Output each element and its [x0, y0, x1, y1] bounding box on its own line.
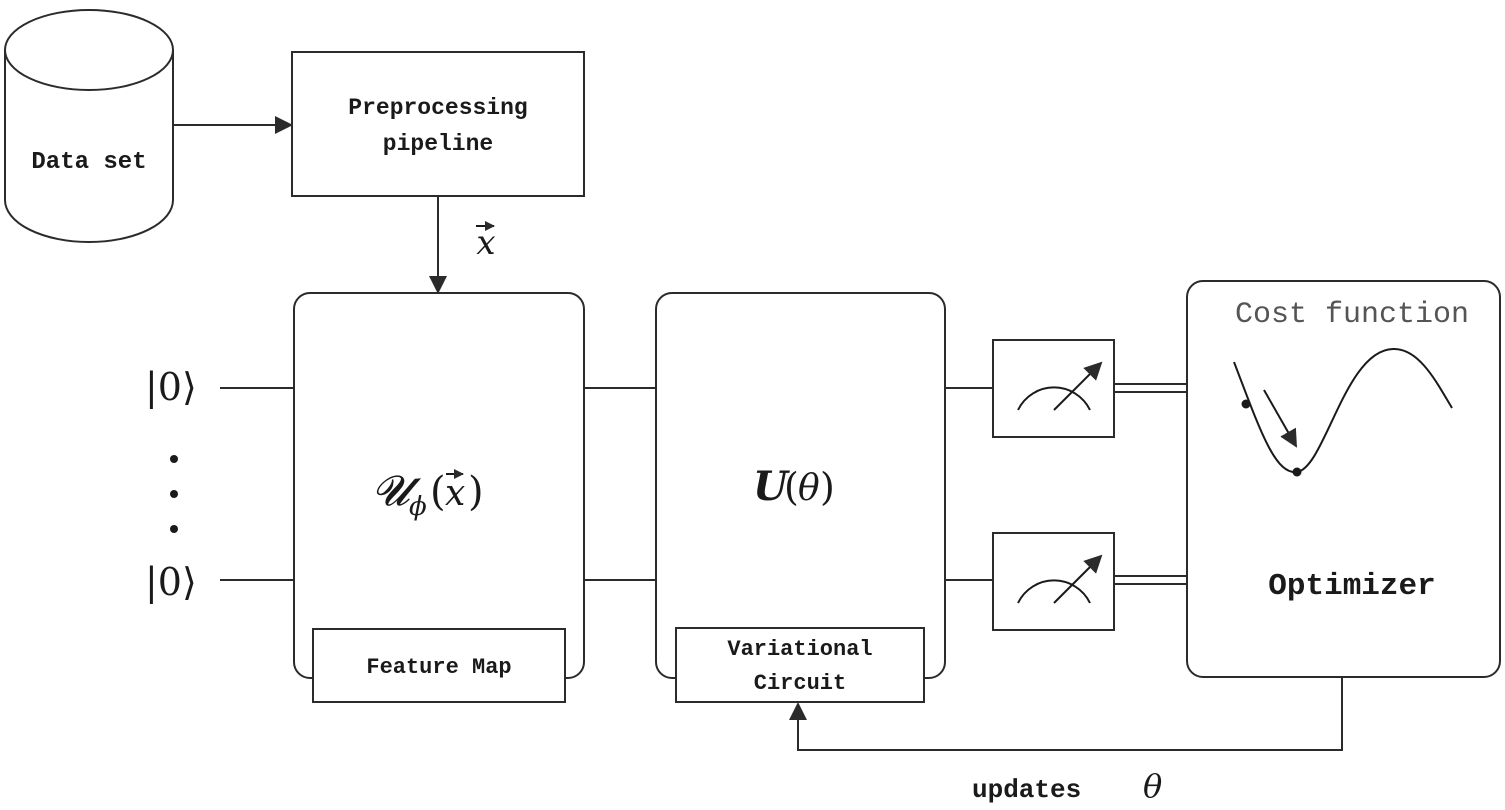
- svg-text:ϕ: ϕ: [409, 492, 427, 522]
- svg-text:U: U: [753, 463, 790, 510]
- meter-icon: [1017, 361, 1103, 411]
- ellipsis-dots: [170, 455, 178, 533]
- cost-curve-icon: [1233, 347, 1453, 477]
- variational-operator: U ( θ ): [753, 463, 835, 510]
- input-state-top: |0⟩: [145, 365, 197, 409]
- dataset-cylinder: Data set: [4, 9, 174, 243]
- feedback-theta: θ: [1143, 767, 1162, 805]
- variational-block: U ( θ ) Variational Circuit: [655, 292, 946, 703]
- preprocessing-box: Preprocessing pipeline: [291, 51, 585, 197]
- cost-function-title: Cost function: [1235, 298, 1469, 332]
- preprocessing-line2: pipeline: [383, 131, 493, 157]
- svg-text:x: x: [476, 223, 495, 263]
- svg-text:): ): [820, 465, 835, 509]
- input-state-bottom: |0⟩: [145, 560, 197, 604]
- vector-x-label: x: [476, 221, 496, 263]
- measurement-bottom: [992, 532, 1115, 631]
- svg-text:): ): [468, 469, 484, 515]
- optimizer-block: Cost function Optimizer: [1186, 280, 1501, 678]
- dataset-label: Data set: [31, 149, 146, 176]
- feature-map-label: Feature Map: [366, 655, 511, 680]
- svg-text:x: x: [445, 473, 465, 514]
- variational-label-line1: Variational: [727, 637, 872, 662]
- svg-text:(: (: [784, 465, 799, 509]
- meter-icon: [1017, 554, 1103, 604]
- optimizer-label: Optimizer: [1268, 569, 1435, 604]
- feature-map-block: 𝓤 ϕ ( x ) Feature Map: [293, 292, 585, 703]
- classical-wire-bottom: [1114, 575, 1187, 585]
- variational-label-line2: Circuit: [754, 671, 846, 696]
- svg-text:θ: θ: [798, 468, 820, 509]
- measurement-top: [992, 339, 1115, 438]
- feedback-label: updates: [972, 775, 1081, 805]
- feedback-arrow: [789, 677, 1343, 751]
- svg-text:(: (: [430, 469, 446, 515]
- classical-wire-top: [1114, 383, 1187, 393]
- preprocessing-line1: Preprocessing: [348, 95, 527, 121]
